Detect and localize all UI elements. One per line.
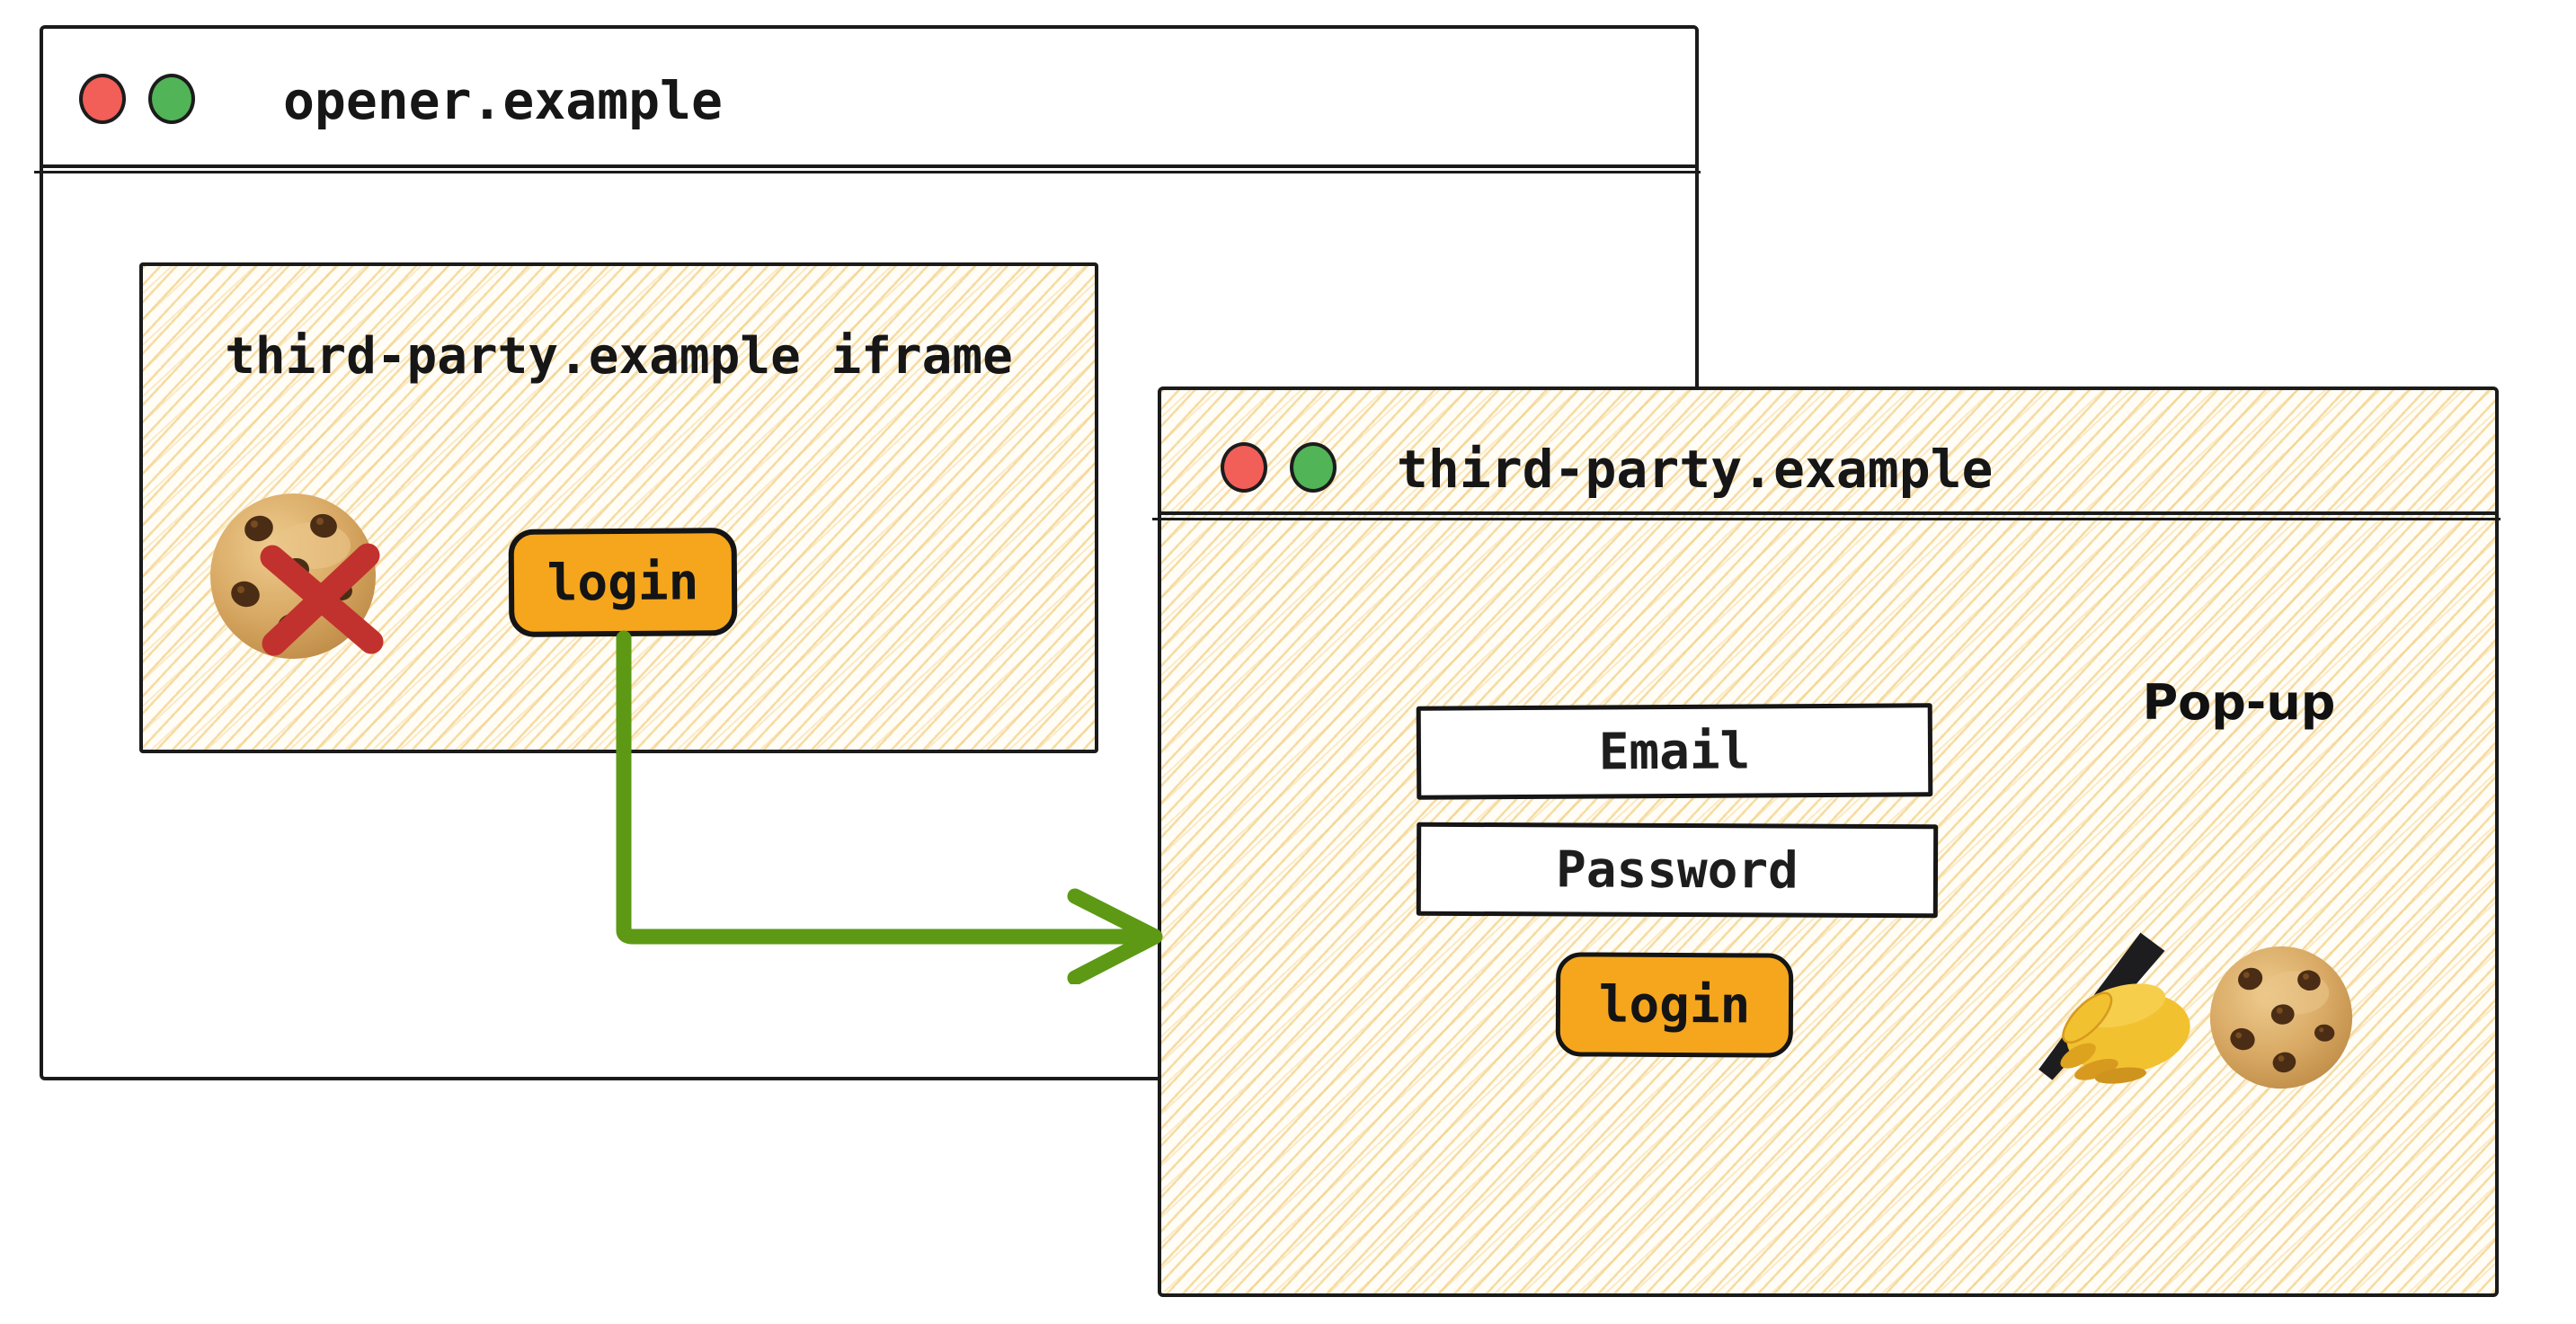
popup-titlebar: third-party.example <box>1152 390 2500 520</box>
window-control-green-icon[interactable] <box>148 74 195 124</box>
opener-titlebar: opener.example <box>34 29 1701 173</box>
popup-window: third-party.example Email Password login… <box>1152 387 2500 1297</box>
writing-hand-icon <box>2030 929 2197 1089</box>
popup-label: Pop-up <box>2142 674 2336 731</box>
blocked-x-icon <box>258 543 386 656</box>
popup-login-button[interactable]: login <box>1555 952 1794 1058</box>
arrow-to-popup <box>616 630 1163 984</box>
window-control-red-icon[interactable] <box>1221 442 1267 493</box>
password-input[interactable]: Password <box>1416 822 1939 919</box>
window-control-green-icon[interactable] <box>1290 442 1337 493</box>
cookie-icon <box>2202 940 2360 1095</box>
iframe-label: third-party.example iframe <box>225 327 1013 386</box>
iframe-login-button[interactable]: login <box>508 528 738 637</box>
popup-window-title: third-party.example <box>1397 439 1994 500</box>
email-input[interactable]: Email <box>1416 703 1933 800</box>
window-control-red-icon[interactable] <box>79 74 126 124</box>
opener-window-title: opener.example <box>283 70 723 131</box>
